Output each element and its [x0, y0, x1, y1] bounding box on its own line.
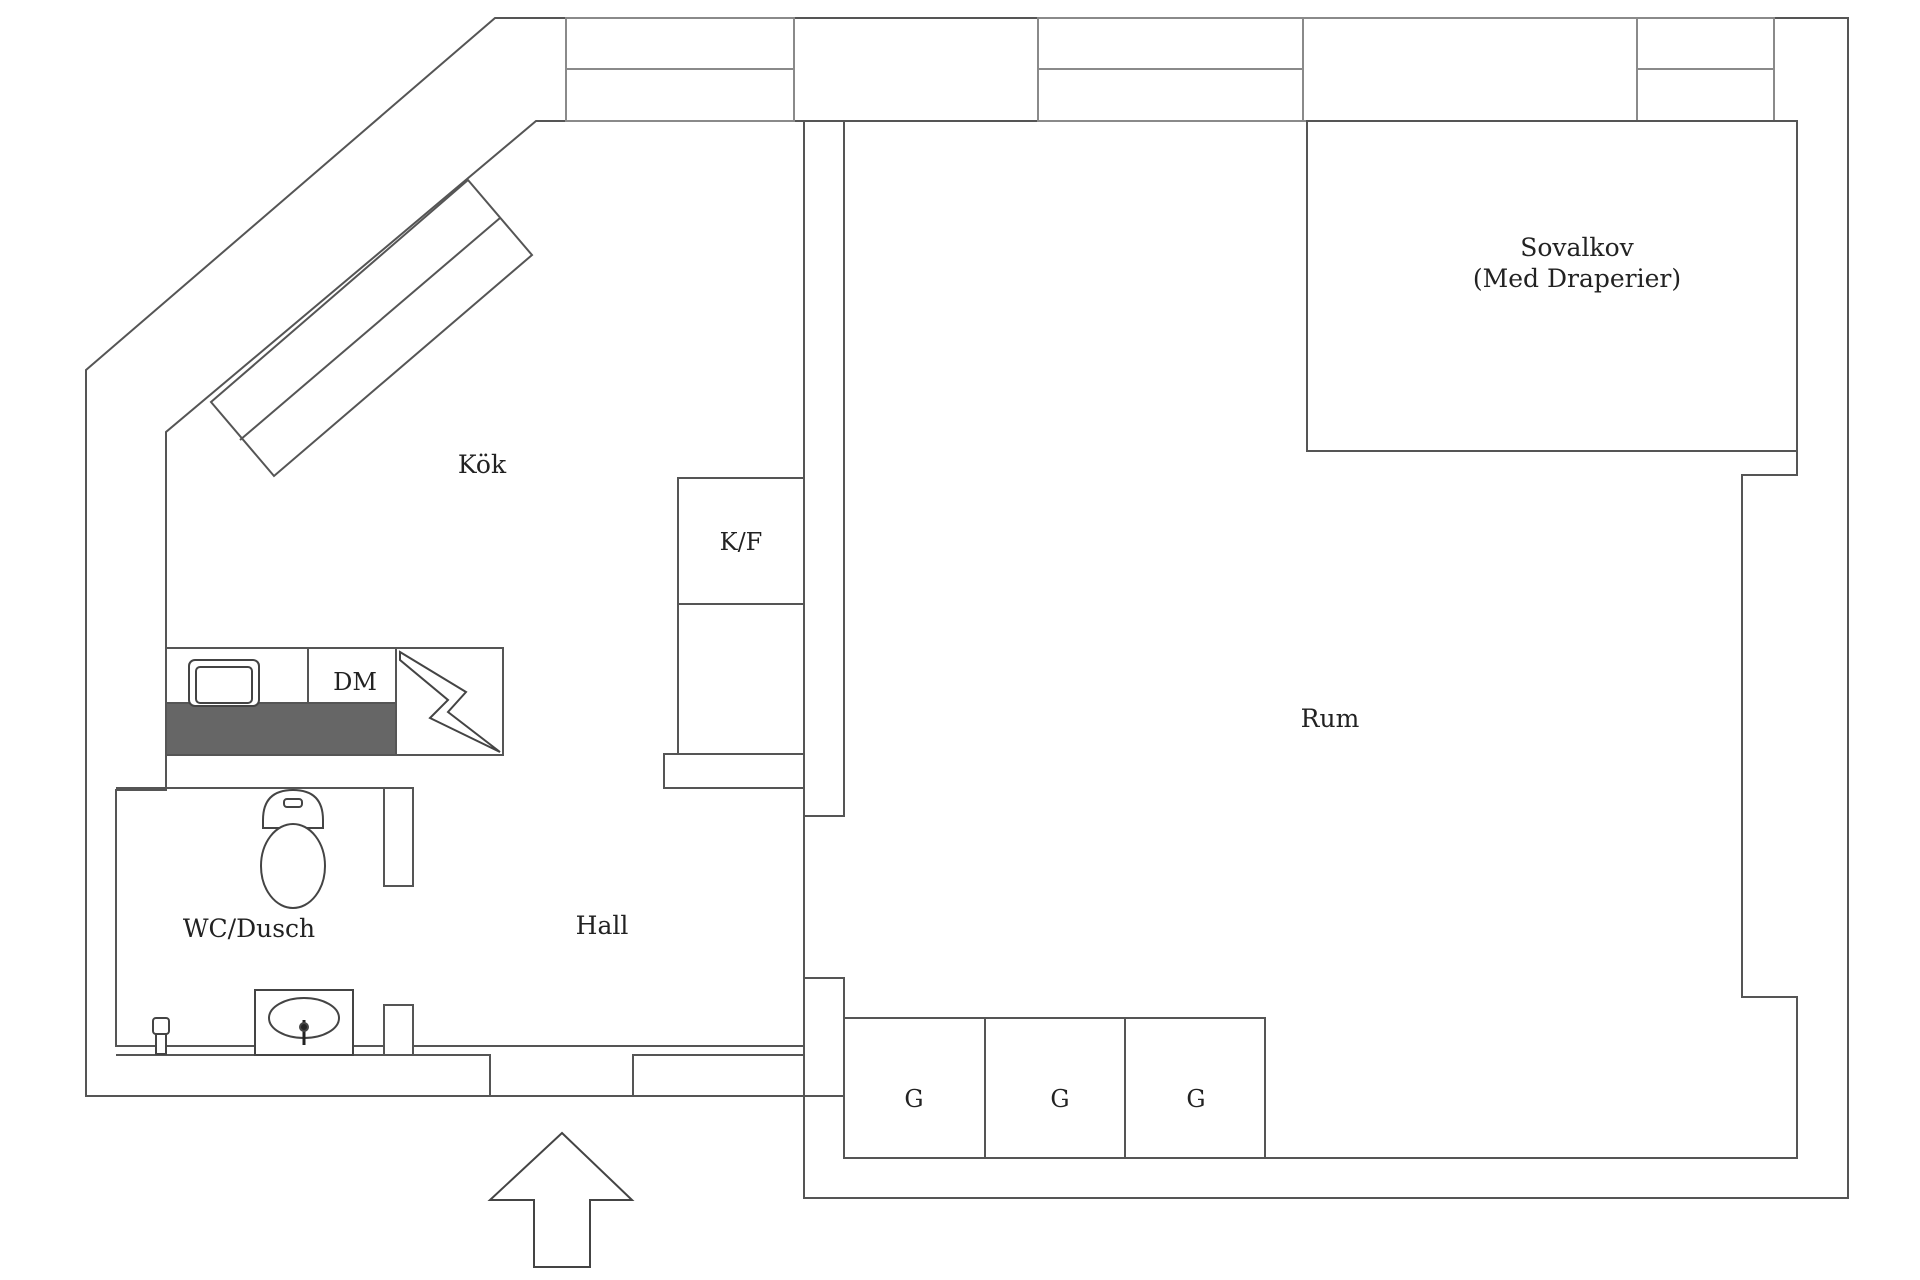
kitchen-sink-icon	[188, 659, 260, 707]
dishwasher-label: DM	[333, 668, 377, 696]
alcove-label-line1: Sovalkov	[1520, 233, 1634, 262]
kitchen-label: Kök	[458, 450, 507, 479]
stove-icon	[399, 650, 501, 753]
fridge-freezer-label: K/F	[720, 528, 763, 556]
wardrobe-3	[1124, 1017, 1266, 1159]
sleeping-alcove	[1306, 120, 1798, 452]
counter-top	[165, 702, 397, 756]
bathroom-label: WC/Dusch	[183, 914, 315, 943]
washbasin-icon	[254, 989, 354, 1056]
wardrobe-1	[843, 1017, 986, 1159]
wardrobe-3-label: G	[1186, 1085, 1205, 1113]
wardrobe-1-label: G	[904, 1085, 923, 1113]
living-room-label: Rum	[1301, 704, 1360, 733]
alcove-label-line2: (Med Draperier)	[1473, 264, 1681, 293]
entrance-arrow-icon	[487, 1131, 635, 1268]
shower-tap-icon	[152, 1017, 170, 1055]
fridge-freezer	[663, 477, 805, 789]
hall-label: Hall	[576, 911, 629, 940]
wardrobe-2-label: G	[1050, 1085, 1069, 1113]
stove-cabinet	[395, 647, 504, 756]
partition-wall-kitchen-rum	[803, 120, 845, 817]
wardrobes	[843, 1017, 1266, 1159]
partition-wall-lower	[803, 977, 845, 1097]
toilet-icon	[260, 788, 326, 909]
wardrobe-2	[984, 1017, 1126, 1159]
kitchen-counter	[165, 647, 504, 756]
diagonal-counter	[209, 178, 534, 478]
